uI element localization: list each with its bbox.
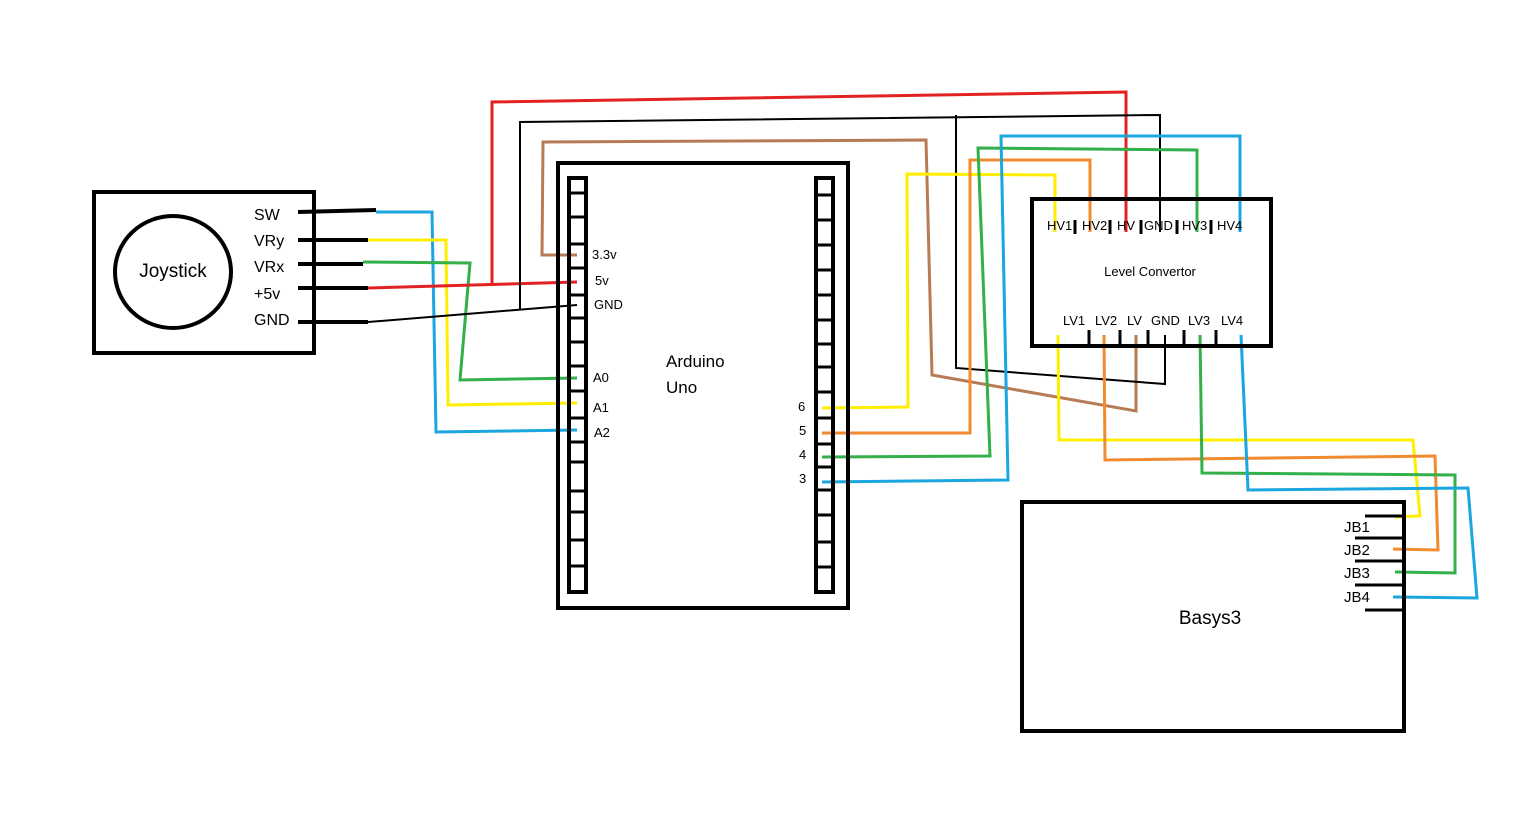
joystick-lead-sw <box>297 208 377 214</box>
arduino-title-line2: Uno <box>666 378 697 397</box>
joystick-pin-vry: VRy <box>254 233 284 250</box>
lv3-label: LV3 <box>1188 313 1210 328</box>
level-convertor-title: Level Convertor <box>1104 264 1196 279</box>
wire-3v3-lv <box>540 138 1138 413</box>
hv2-label: HV2 <box>1082 218 1107 233</box>
wire-5v-hv <box>490 90 1128 286</box>
arduino-right-header <box>814 176 835 594</box>
lv4-label: LV4 <box>1221 313 1243 328</box>
hv-gnd-label: GND <box>1144 218 1173 233</box>
jb3-label: JB3 <box>1344 565 1370 582</box>
arduino-label-d3: 3 <box>799 471 806 486</box>
arduino-label-5v: 5v <box>595 273 609 288</box>
arduino-label-d4: 4 <box>799 447 806 462</box>
arduino-label-d5: 5 <box>799 423 806 438</box>
arduino-label-a1: A1 <box>593 400 609 415</box>
joystick-pin-gnd: GND <box>254 312 290 329</box>
wire-lv1-jb1 <box>1056 334 1422 519</box>
wire-gnd-joystick <box>367 304 578 323</box>
wire-d4-hv3 <box>821 146 1199 459</box>
right-header-pins <box>816 193 835 569</box>
wire-vry-a1 <box>368 238 578 407</box>
arduino-title-line1: Arduino <box>666 352 725 371</box>
hv4-label: HV4 <box>1217 218 1242 233</box>
wire-d5-hv2 <box>822 158 1092 435</box>
joystick-pin-5v: +5v <box>254 286 280 303</box>
wire-d6-hv1 <box>821 172 1057 410</box>
jb1-label: JB1 <box>1344 519 1370 536</box>
joystick-title: Joystick <box>139 261 207 282</box>
wire-gnd-lvgnd <box>955 115 1166 386</box>
wire-lv3-jb3 <box>1198 334 1457 575</box>
joystick-pin-vrx: VRx <box>254 259 284 276</box>
arduino-label-3v3: 3.3v <box>592 247 617 262</box>
joystick-pin-sw: SW <box>254 207 281 224</box>
wire-5v-joystick <box>367 280 578 290</box>
wire-d3-hv4 <box>821 134 1242 484</box>
jb4-label: JB4 <box>1344 589 1370 606</box>
level-convertor: Level Convertor HV1 HV2 HV GND HV3 HV4 L… <box>1030 197 1273 348</box>
joystick-body <box>92 190 316 355</box>
joystick-knob <box>113 214 233 330</box>
hv-label: HV <box>1117 218 1135 233</box>
basys3-title: Basys3 <box>1179 608 1241 629</box>
level-convertor-body <box>1030 197 1273 348</box>
arduino-left-header <box>567 176 588 594</box>
arduino-board: Arduino Uno 3.3v 5v GND A0 A1 A2 6 5 4 3 <box>556 161 850 610</box>
hv1-label: HV1 <box>1047 218 1072 233</box>
lv-gnd-label: GND <box>1151 313 1180 328</box>
joystick-module: Joystick SW VRy VRx +5v GND <box>92 190 377 355</box>
left-header-pins <box>569 191 588 568</box>
wire-sw-a2 <box>376 210 578 434</box>
basys3-board: Basys3 JB1 JB2 JB3 JB4 <box>1020 500 1406 733</box>
arduino-label-gnd: GND <box>594 297 623 312</box>
arduino-body <box>556 161 850 610</box>
basys3-body <box>1020 500 1406 733</box>
wire-lv4-jb4 <box>1239 334 1479 600</box>
lv-label: LV <box>1127 313 1142 328</box>
wires <box>362 90 1479 600</box>
arduino-label-a2: A2 <box>594 425 610 440</box>
wire-lv2-jb2 <box>1102 334 1440 552</box>
hv3-label: HV3 <box>1182 218 1207 233</box>
arduino-label-a0: A0 <box>593 370 609 385</box>
lv2-label: LV2 <box>1095 313 1117 328</box>
wire-gnd-hvgnd <box>519 113 1161 310</box>
lv1-label: LV1 <box>1063 313 1085 328</box>
arduino-label-d6: 6 <box>798 399 805 414</box>
jb2-label: JB2 <box>1344 542 1370 559</box>
wire-vrx-a0 <box>362 260 578 382</box>
